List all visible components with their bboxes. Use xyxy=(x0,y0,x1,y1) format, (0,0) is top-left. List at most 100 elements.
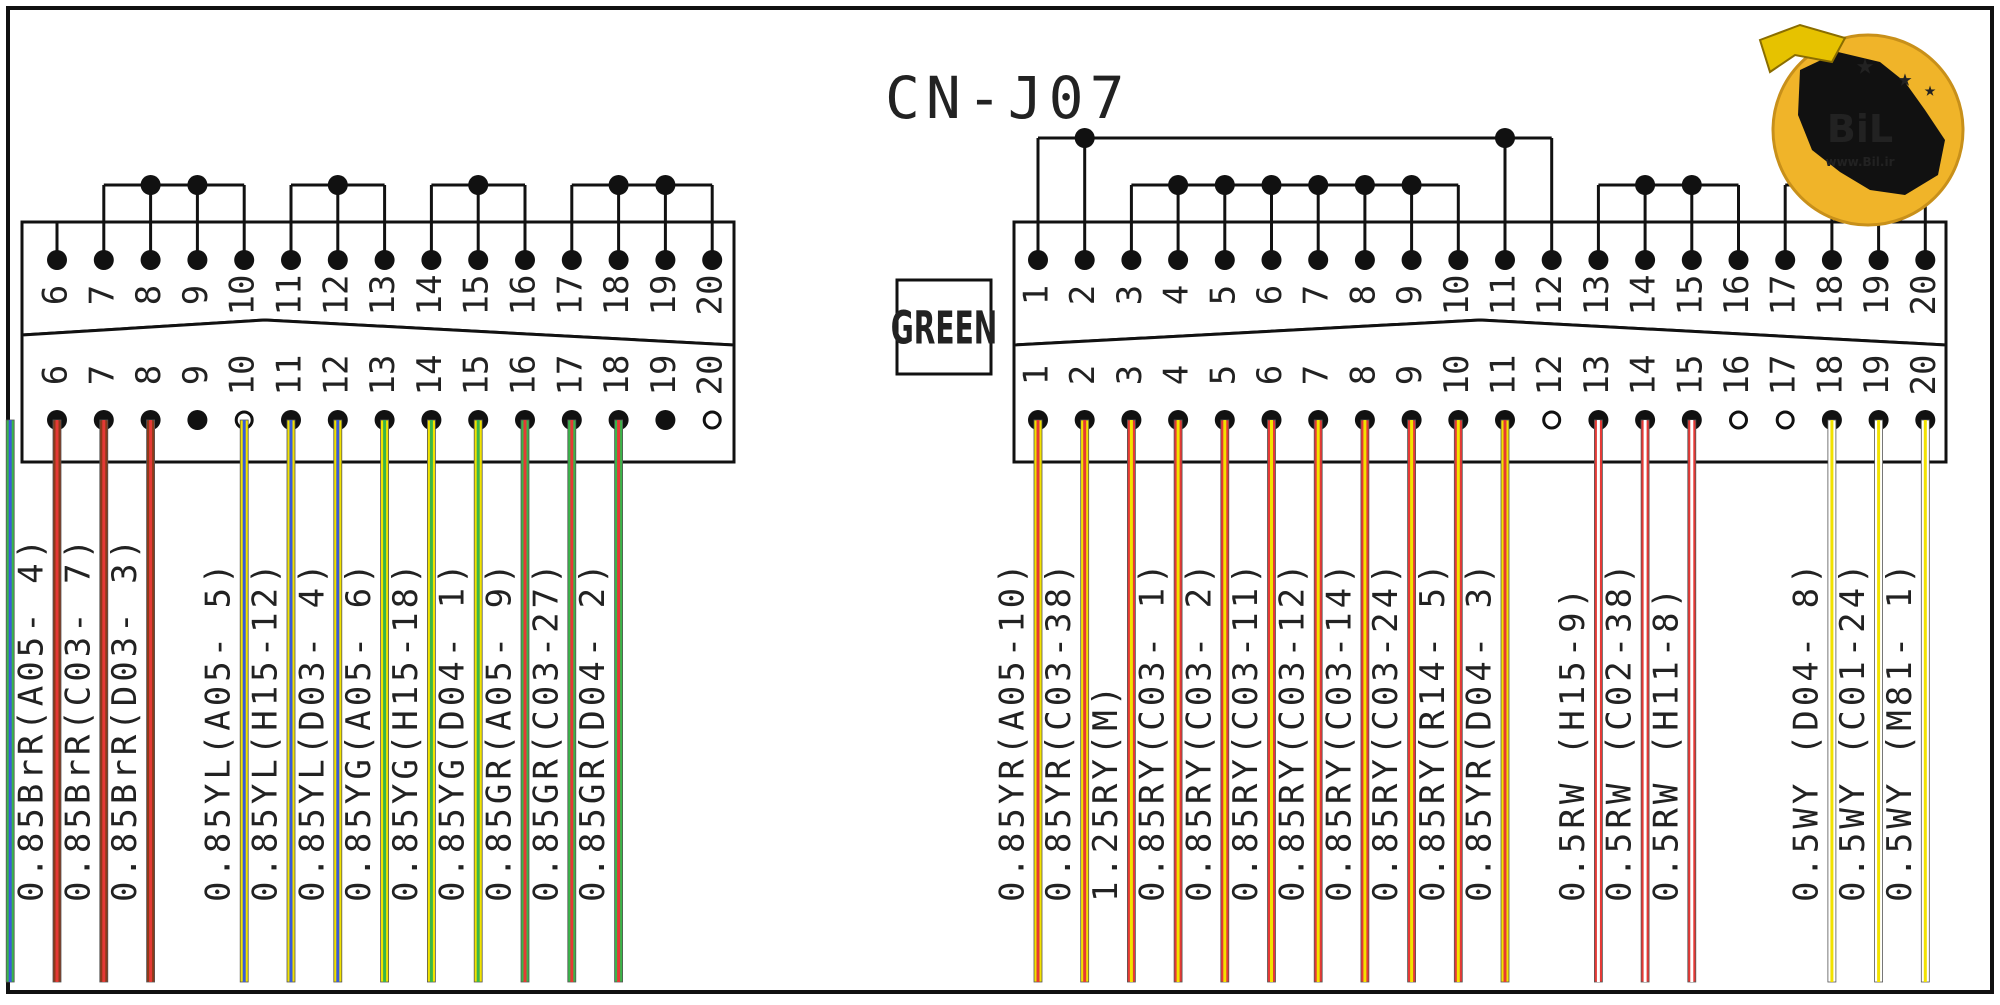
right-junction-dot xyxy=(1401,175,1422,195)
right-wire-stripe xyxy=(1503,420,1507,982)
right-junction-dot xyxy=(1074,128,1095,148)
color-tag: GREEN xyxy=(891,278,997,376)
left-junction-dot xyxy=(468,175,489,195)
right-wire-stripe xyxy=(1877,420,1881,982)
left-lower-pin-number: 11 xyxy=(270,355,310,396)
left-junction-dot xyxy=(327,175,348,195)
left-lower-pin-number: 7 xyxy=(82,365,122,385)
right-upper-pin-dot xyxy=(1495,250,1515,270)
right-upper-pin-number: 7 xyxy=(1297,285,1337,305)
left-wire-stripe xyxy=(289,420,293,982)
left-wire-label: 0.85YG(D04- 1) xyxy=(433,559,473,902)
right-lower-pin-number: 20 xyxy=(1904,355,1944,396)
left-upper-pin-dot xyxy=(47,250,67,270)
left-wire-stripe xyxy=(429,420,433,982)
right-wire-label: 0.85RY(C03-14) xyxy=(1319,559,1359,902)
left-wire-stripe xyxy=(336,420,340,982)
left-wire-label: 0.85BrR(D03- 3) xyxy=(105,535,145,902)
left-lower-pin-number: 15 xyxy=(457,355,497,396)
left-upper-pin-dot xyxy=(702,250,723,270)
logo-star-icon: ★ xyxy=(1924,77,1936,101)
right-wire-label: 0.85YR(D04- 3) xyxy=(1460,559,1500,902)
left-wire-stripe xyxy=(102,420,106,982)
right-wire-label: 0.85RY(C03-24) xyxy=(1366,559,1406,902)
left-lower-pin-number: 9 xyxy=(176,365,216,385)
right-upper-pin-number: 19 xyxy=(1857,275,1897,316)
right-wire-label: 0.5WY (C01-24) xyxy=(1833,559,1873,902)
left-lower-pin-dot xyxy=(187,410,208,430)
right-wire-stripe xyxy=(1643,420,1647,982)
right-lower-pin-number: 5 xyxy=(1203,365,1243,385)
left-upper-pin-dot xyxy=(515,250,535,270)
left-wire-label: 0.85GR(C03-27) xyxy=(526,559,566,902)
left-lower-pin-number: 8 xyxy=(129,365,169,385)
left-upper-pin-number: 6 xyxy=(36,285,76,305)
left-wire-label: 0.85GL(D03- 2) xyxy=(0,559,5,902)
logo-excavator-icon xyxy=(1758,23,1847,74)
right-wire-label: 0.85RY(R14- 5) xyxy=(1413,559,1453,902)
right-upper-pin-number: 9 xyxy=(1390,285,1430,305)
left-upper-pin-number: 7 xyxy=(82,285,122,305)
right-upper-pin-dot xyxy=(1168,250,1189,270)
right-wire-label: 0.85YR(A05-10) xyxy=(993,559,1033,902)
right-wire-stripe xyxy=(1596,420,1600,982)
right-upper-pin-number: 2 xyxy=(1063,285,1103,305)
left-upper-pin-number: 16 xyxy=(504,275,544,316)
right-junction-dot xyxy=(1635,175,1656,195)
right-wire-stripe xyxy=(1176,420,1180,982)
left-wire-label: 0.85YL(A05- 5) xyxy=(199,559,239,902)
right-lower-pin-number: 16 xyxy=(1717,355,1757,396)
left-lower-pin-number: 12 xyxy=(316,355,356,396)
right-lower-pin-empty xyxy=(1729,410,1748,430)
right-lower-pin-number: 15 xyxy=(1670,355,1710,396)
right-upper-pin-dot xyxy=(1308,250,1329,270)
right-wire-label: 0.5RW (H15-9) xyxy=(1553,584,1593,902)
right-upper-pin-number: 13 xyxy=(1577,275,1617,316)
right-upper-pin-number: 16 xyxy=(1717,275,1757,316)
right-upper-pin-number: 14 xyxy=(1624,275,1664,316)
right-wire-label: 0.85RY(C03-11) xyxy=(1226,559,1266,902)
right-lower-pin-number: 6 xyxy=(1250,365,1290,385)
left-upper-pin-number: 20 xyxy=(691,275,731,316)
right-upper-pin-dot xyxy=(1868,250,1889,270)
left-wire-label: 0.85BrR(C03- 7) xyxy=(58,535,98,902)
right-lower-pin-number: 2 xyxy=(1063,365,1103,385)
right-upper-pin-dot xyxy=(1775,250,1796,270)
right-lower-pin-number: 11 xyxy=(1484,355,1524,396)
right-upper-pin-dot xyxy=(1121,250,1142,270)
left-upper-pin-dot xyxy=(374,250,395,270)
right-junction-dot xyxy=(1168,175,1189,195)
left-upper-pin-dot xyxy=(468,250,489,270)
left-upper-pin-dot xyxy=(140,250,161,270)
right-junction-dot xyxy=(1308,175,1329,195)
right-upper-pin-dot xyxy=(1354,250,1375,270)
right-wire-label: 1.25RY(M) xyxy=(1086,682,1126,902)
right-upper-pin-number: 12 xyxy=(1530,275,1570,316)
right-wire-label: 0.5WY (M81- 1) xyxy=(1880,559,1920,902)
right-housing-lower xyxy=(1012,318,1948,464)
left-upper-pin-dot xyxy=(327,250,348,270)
right-junction-dot xyxy=(1681,175,1702,195)
left-upper-pin-number: 9 xyxy=(176,285,216,305)
left-wire-label: 0.85GR(A05- 9) xyxy=(480,559,520,902)
left-upper-pin-number: 11 xyxy=(270,275,310,316)
right-upper-pin-number: 3 xyxy=(1110,285,1150,305)
left-wire-label: 0.85YL(D03- 4) xyxy=(292,559,332,902)
right-lower-pin-number: 1 xyxy=(1017,365,1057,385)
right-upper-pin-number: 5 xyxy=(1203,285,1243,305)
left-lower-pin-number: 14 xyxy=(410,355,450,396)
right-wire-stripe xyxy=(1270,420,1273,982)
left-upper-pin-dot xyxy=(93,250,114,270)
left-upper-pin-dot xyxy=(234,250,255,270)
right-upper-pin-dot xyxy=(1074,250,1095,270)
left-upper-pin-dot xyxy=(187,250,208,270)
right-upper-pin-dot xyxy=(1401,250,1422,270)
right-wire-label: 0.5WY (D04- 8) xyxy=(1786,559,1826,902)
left-wire-label: 0.85YL(H15-12) xyxy=(246,559,286,902)
left-upper-pin-number: 10 xyxy=(223,275,263,316)
right-wire-label: 0.85RY(C03- 2) xyxy=(1179,559,1219,902)
right-lower-pin-number: 9 xyxy=(1390,365,1430,385)
left-wire-label: 0.85GR(D04- 2) xyxy=(573,559,613,902)
right-wire-stripe xyxy=(1223,420,1227,982)
